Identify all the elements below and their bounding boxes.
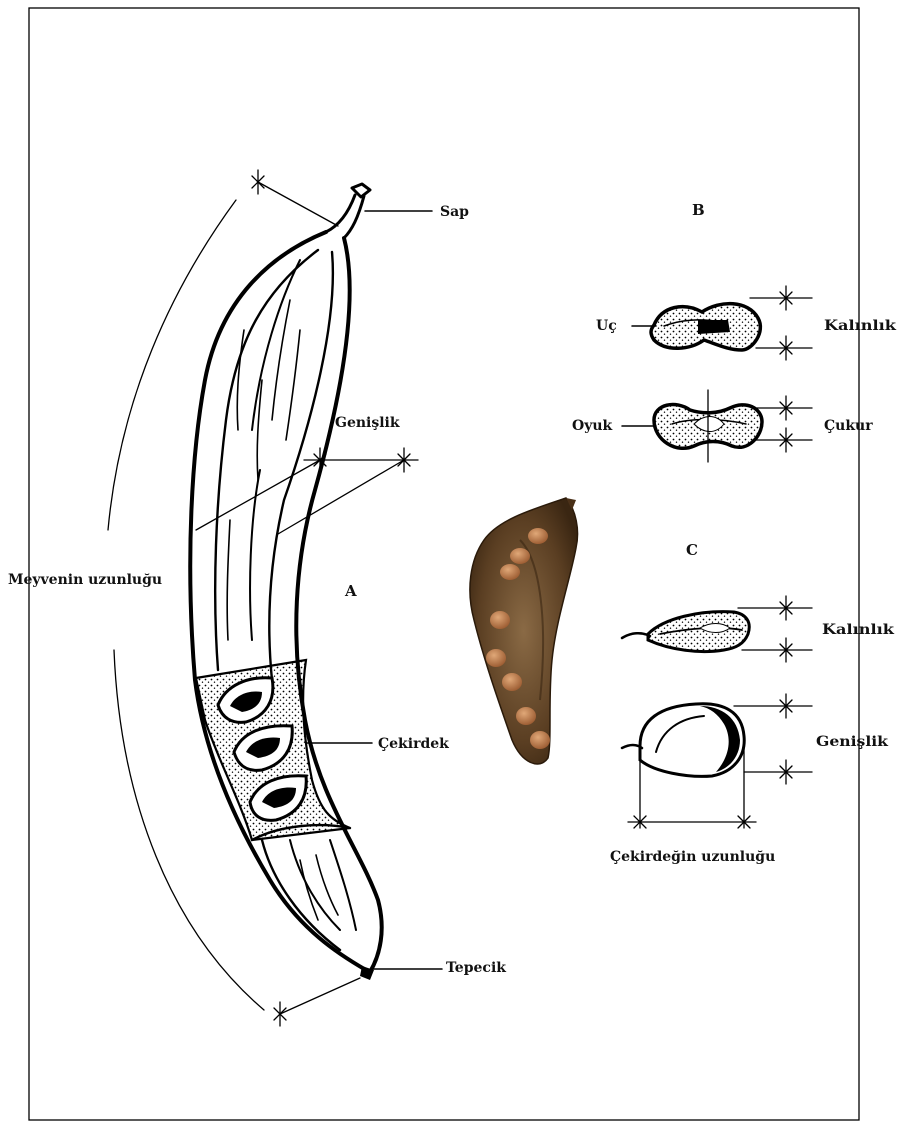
label-part-c: C xyxy=(686,541,698,559)
label-pit: Çukur xyxy=(824,418,873,434)
carob-photo xyxy=(470,498,578,764)
figure-frame xyxy=(29,8,859,1120)
seed-side-view xyxy=(622,612,749,652)
label-fruit-length: Meyvenin uzunluğu xyxy=(8,572,162,588)
label-part-b: B xyxy=(692,201,705,219)
label-part-a: A xyxy=(344,582,357,600)
label-seed-thickness: Kalınlık xyxy=(822,622,894,638)
label-apex: Uç xyxy=(596,318,617,334)
label-seed: Çekirdek xyxy=(378,736,449,752)
fruit-length-arc-upper xyxy=(108,200,236,530)
label-section-thickness: Kalınlık xyxy=(824,318,896,334)
label-hollow: Oyuk xyxy=(572,418,613,434)
label-pod-width: Genişlik xyxy=(335,415,400,431)
label-seed-width: Genişlik xyxy=(816,734,888,750)
cross-section-upper xyxy=(651,304,760,350)
label-seed-length: Çekirdeğin uzunluğu xyxy=(610,849,775,865)
label-tip: Tepecik xyxy=(446,960,506,976)
label-stalk: Sap xyxy=(440,204,469,220)
